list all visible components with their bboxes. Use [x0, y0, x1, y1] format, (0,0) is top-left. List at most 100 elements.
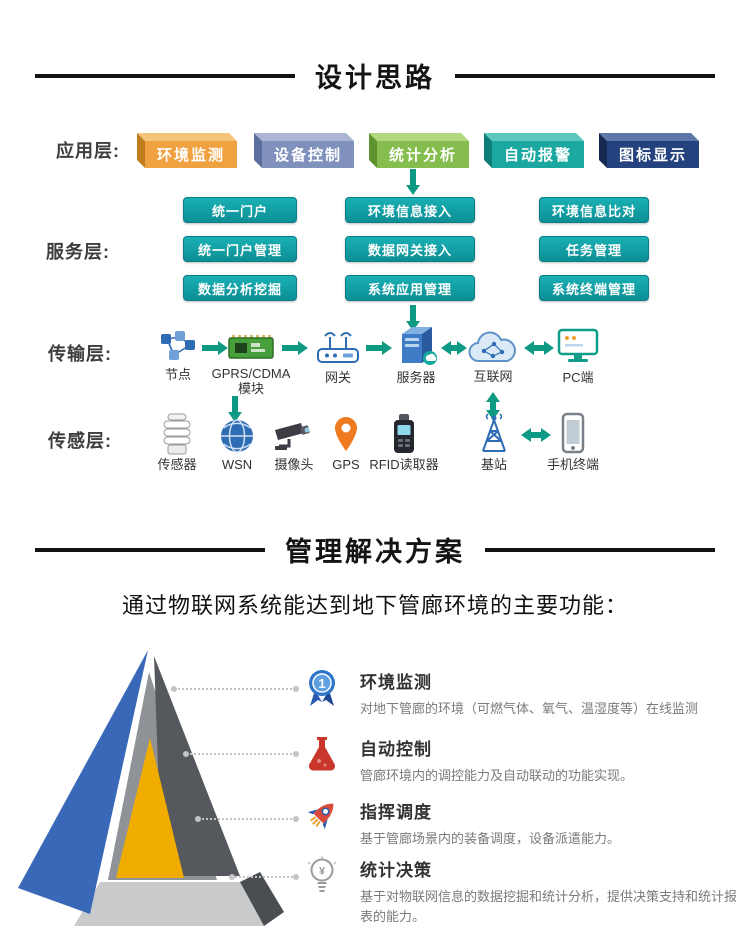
feature-desc: 管廊环境内的调控能力及自动联动的功能实现。 [360, 768, 634, 783]
bulb-symbol: ¥ [319, 866, 326, 878]
feature-title: 统计决策 [360, 861, 432, 880]
internet-cloud-icon [468, 331, 516, 363]
app-box-auto-alarm: 自动报警 [492, 141, 584, 168]
sensor-item-label: 摄像头 [274, 457, 314, 472]
connector-dotted-line [229, 874, 299, 880]
flask-icon [308, 737, 336, 771]
connector-dotted-line [171, 686, 299, 692]
transport-item-label: 网关 [324, 370, 352, 385]
nodes-icon [161, 331, 195, 360]
transport-item-label-line2: 模块 [237, 381, 265, 396]
section1-title-bar: 设计思路 [35, 56, 715, 95]
sensor-item-label: 传感器 [157, 457, 197, 472]
feature-title: 指挥调度 [360, 803, 432, 822]
app-box-env-monitor: 环境监测 [145, 141, 237, 168]
connector-dotted-line [183, 751, 299, 757]
title-rule-right [455, 73, 715, 78]
app-box-device-control: 设备控制 [262, 141, 354, 168]
sensor-icon [163, 413, 191, 455]
section2-title-bar: 管理解决方案 [35, 530, 715, 569]
service-btn-gateway-access: 数据网关接入 [345, 236, 475, 262]
section2-subtitle: 通过物联网系统能达到地下管廊环境的主要功能： [121, 593, 628, 618]
flow-arrow-both-icon [524, 341, 554, 355]
flow-arrow-both-icon [441, 341, 467, 355]
feature-text: 统计决策 基于对物联网信息的数据挖掘和统计分析，提供决策支持和统计报表的能力。 [360, 856, 748, 927]
feature-desc: 基于对物联网信息的数据挖掘和统计分析，提供决策支持和统计报表的能力。 [360, 889, 738, 925]
transport-layer-label: 传输层: [48, 344, 112, 364]
app-layer-label: 应用层: [56, 141, 120, 161]
transport-item-label: 节点 [164, 367, 192, 382]
wsn-globe-icon [221, 419, 253, 453]
feature-title: 自动控制 [360, 740, 432, 759]
rocket-icon [307, 803, 334, 830]
transport-item-label: 服务器 [396, 370, 436, 385]
transport-item-label: 互联网 [473, 369, 513, 384]
flow-arrow-down-icon [406, 169, 420, 195]
pyramid-layer-gold [116, 738, 184, 878]
app-box-label: 设备控制 [273, 147, 342, 164]
service-btn-portal: 统一门户 [183, 197, 297, 223]
pyramid-layer-darkgray [154, 656, 240, 876]
app-box-label: 自动报警 [503, 147, 572, 164]
service-btn-sys-terminal-mgmt: 系统终端管理 [539, 275, 649, 301]
transport-item-label: PC端 [562, 370, 594, 385]
service-btn-task-mgmt: 任务管理 [539, 236, 649, 262]
pyramid-base-front [74, 882, 264, 926]
section2-title: 管理解决方案 [285, 537, 465, 567]
base-station-icon [482, 413, 506, 452]
pyramid-graphic [18, 650, 284, 926]
pyramid-layer-blue [18, 650, 148, 914]
flow-arrow-vertical-both-icon [486, 392, 500, 420]
service-btn-data-mining: 数据分析挖掘 [183, 275, 297, 301]
bulb-icon: ¥ [307, 856, 337, 892]
service-layer-label: 服务层: [46, 242, 110, 262]
service-btn-portal-mgmt: 统一门户管理 [183, 236, 297, 262]
camera-icon [275, 423, 310, 450]
sensor-item-label: 手机终端 [546, 457, 600, 472]
app-box-icon-display: 图标显示 [607, 141, 699, 168]
title-rule-left [35, 73, 295, 78]
app-box-label: 图标显示 [618, 147, 687, 164]
flow-arrow-right-icon [366, 341, 392, 355]
pc-monitor-icon [557, 328, 599, 362]
feature-text: 自动控制 管廊环境内的调控能力及自动联动的功能实现。 [360, 735, 633, 786]
flow-arrow-right-icon [282, 341, 308, 355]
flow-arrow-down-icon [406, 305, 420, 331]
medal-icon: 1 [309, 670, 335, 706]
title-rule-right [485, 547, 715, 552]
gateway-icon [317, 332, 359, 363]
pyramid-base-side [240, 872, 284, 926]
sensor-layer-label: 传感层: [48, 431, 112, 451]
feature-env-monitor: 1 环境监测 对地下管廊的环境（可燃气体、氧气、温湿度等）在线监测 [302, 668, 748, 719]
gprs-module-icon [228, 335, 274, 359]
title-rule-left [35, 547, 265, 552]
feature-title: 环境监测 [360, 673, 432, 692]
feature-auto-control: 自动控制 管廊环境内的调控能力及自动联动的功能实现。 [302, 735, 748, 786]
feature-desc: 基于管廊场景内的装备调度，设备派遣能力。 [360, 831, 621, 846]
section1-title: 设计思路 [315, 63, 435, 93]
app-box-label: 环境监测 [156, 147, 225, 164]
transport-item-label: GPRS/CDMA [211, 366, 291, 381]
app-box-stats-analysis: 统计分析 [377, 141, 469, 168]
server-icon [402, 327, 437, 365]
flow-arrow-down-icon [228, 396, 242, 422]
gps-pin-icon [335, 417, 357, 451]
connector-dotted-line [195, 816, 299, 822]
feature-dispatch: 指挥调度 基于管廊场景内的装备调度，设备派遣能力。 [302, 798, 748, 849]
rfid-reader-icon [394, 414, 414, 453]
feature-text: 指挥调度 基于管廊场景内的装备调度，设备派遣能力。 [360, 798, 620, 849]
feature-desc: 对地下管廊的环境（可燃气体、氧气、温湿度等）在线监测 [360, 701, 699, 716]
medal-number: 1 [318, 676, 325, 691]
service-btn-sys-app-mgmt: 系统应用管理 [345, 275, 475, 301]
flow-arrow-both-icon [521, 428, 551, 442]
sensor-item-label: WSN [221, 457, 253, 472]
sensor-item-label: RFID读取器 [369, 457, 439, 472]
service-btn-env-info-compare: 环境信息比对 [539, 197, 649, 223]
sensor-item-label: 基站 [480, 457, 508, 472]
service-btn-env-info-access: 环境信息接入 [345, 197, 475, 223]
sensor-item-label: GPS [332, 457, 360, 472]
feature-text: 环境监测 对地下管廊的环境（可燃气体、氧气、温湿度等）在线监测 [360, 668, 698, 719]
flow-arrow-right-icon [202, 341, 228, 355]
phone-icon [561, 412, 585, 454]
